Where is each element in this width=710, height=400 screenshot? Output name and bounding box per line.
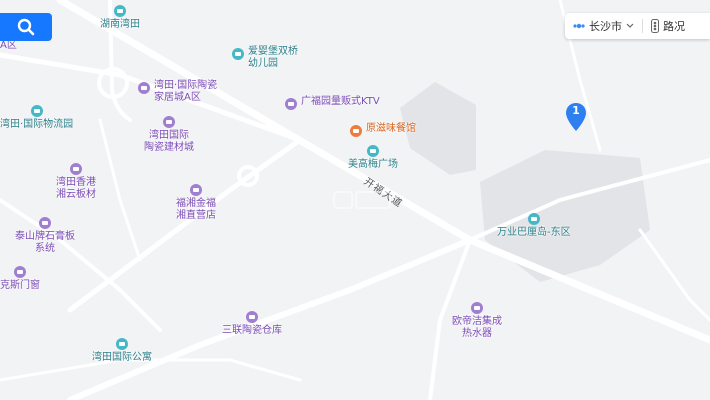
poi-label: A区 [0, 40, 17, 51]
road-se [638, 228, 710, 322]
poi-yuanzi-restaurant[interactable]: 原滋味餐馆 [350, 123, 416, 137]
poi-icon [367, 145, 379, 157]
map-pin-icon [566, 103, 586, 131]
marker-number: 1 [572, 104, 580, 117]
traffic-toggle[interactable]: 路况 [643, 13, 693, 39]
poi-icon [70, 163, 82, 175]
poi-icon [116, 338, 128, 350]
roundabout [237, 165, 259, 187]
poi-label: 湾田国际 陶瓷建材城 [144, 130, 194, 153]
poi-taishan-gypsum[interactable]: 泰山牌石膏板 系统 [15, 215, 75, 255]
poi-icon [30, 105, 43, 117]
road-bottom [0, 358, 302, 382]
roundabout-2 [97, 67, 129, 99]
poi-label: 湖南湾田 [100, 19, 140, 30]
poi-icon [138, 82, 150, 94]
poi-label: 湾田·国际物流园 [0, 119, 74, 130]
poi-meigaomei-plaza[interactable]: 美高梅广场 [348, 143, 398, 171]
search-button[interactable] [0, 13, 52, 41]
poi-wanye-bali[interactable]: 万业巴厘岛-东区 [497, 211, 571, 239]
city-selector[interactable]: 长沙市 [565, 13, 642, 39]
poi-label: 泰山牌石膏板 系统 [15, 231, 75, 254]
block-area-1 [400, 82, 476, 175]
poi-icon [232, 48, 244, 60]
poi-icon [39, 217, 51, 229]
search-icon [17, 18, 35, 36]
poi-label: 湾田·国际陶瓷 家居城A区 [154, 80, 218, 103]
road-inner [98, 118, 142, 262]
poi-label: 湾田香港 湘云板材 [56, 177, 96, 200]
poi-icon [471, 302, 483, 314]
poi-icon [285, 98, 297, 110]
poi-label: 美高梅广场 [348, 159, 398, 170]
poi-label: 三联陶瓷仓库 [222, 325, 282, 336]
toolbar-divider [642, 19, 643, 33]
poi-label: 湾田国际公寓 [92, 352, 152, 363]
watermark-logo [333, 191, 391, 209]
road-south [67, 237, 473, 400]
poi-oudijie[interactable]: 欧帝洁集成 热水器 [452, 300, 502, 340]
poi-wantian-logistics[interactable]: 湾田·国际物流园 [0, 103, 73, 131]
poi-kesi-door[interactable]: 克斯门窗 [0, 264, 40, 292]
road-loop [108, 0, 132, 122]
chevron-down-icon [626, 23, 634, 28]
poi-district-a[interactable]: A区 [0, 40, 17, 52]
city-label: 长沙市 [589, 20, 622, 33]
poi-icon [527, 213, 540, 225]
poi-label: 广福园量贩式KTV [301, 96, 380, 107]
location-marker[interactable]: 1 [565, 102, 587, 132]
road-sw [0, 198, 162, 332]
map-toolbar: 长沙市 路况 [565, 13, 710, 39]
poi-label: 福湘金福 湘直营店 [176, 198, 216, 221]
poi-fuxiang-jinfu[interactable]: 福湘金福 湘直营店 [176, 182, 216, 222]
poi-wantian-ceramics-home[interactable]: 湾田·国际陶瓷 家居城A区 [138, 80, 217, 104]
poi-wantian-hk-board[interactable]: 湾田香港 湘云板材 [56, 161, 96, 201]
poi-label: 欧帝洁集成 热水器 [452, 316, 502, 339]
poi-wantian-ceramics-material[interactable]: 湾田国际 陶瓷建材城 [144, 114, 194, 154]
poi-hunan-wantian[interactable]: 湖南湾田 [100, 3, 140, 31]
poi-icon [350, 125, 362, 137]
road-east [468, 158, 710, 242]
location-dots-icon [573, 23, 585, 29]
poi-wantian-apartment[interactable]: 湾田国际公寓 [92, 336, 152, 364]
poi-icon [190, 184, 202, 196]
road-south-2 [428, 238, 472, 400]
traffic-label: 路况 [663, 20, 685, 33]
block-area-2 [480, 150, 650, 282]
poi-label: 原滋味餐馆 [366, 123, 416, 134]
poi-label: 克斯门窗 [0, 280, 40, 291]
poi-label: 万业巴厘岛-东区 [497, 227, 571, 238]
traffic-light-icon [651, 19, 659, 33]
poi-icon [163, 116, 175, 128]
poi-sanlian-ceramics[interactable]: 三联陶瓷仓库 [222, 309, 282, 337]
poi-icon [114, 5, 126, 17]
poi-icon [246, 311, 258, 323]
poi-guangfuyuan-ktv[interactable]: 广福园量贩式KTV [285, 96, 380, 110]
poi-icon [14, 266, 26, 278]
poi-label: 爱婴堡双桥 幼儿园 [248, 46, 298, 69]
road-diag-1 [67, 137, 303, 313]
poi-aiyingbao[interactable]: 爱婴堡双桥 幼儿园 [232, 46, 298, 70]
road-west [0, 52, 303, 143]
